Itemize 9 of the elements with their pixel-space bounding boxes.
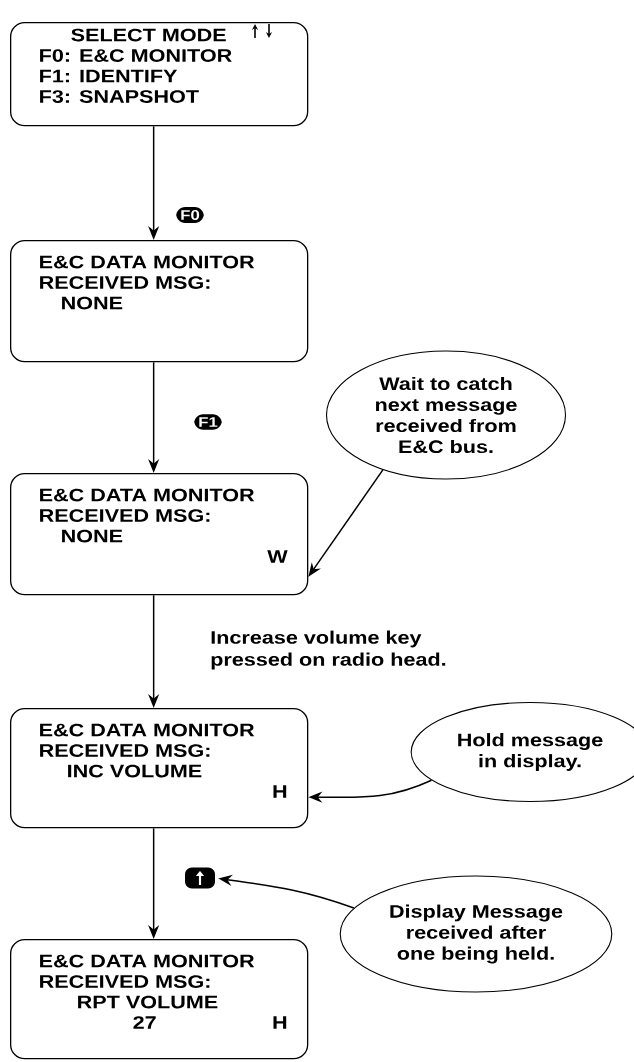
- key-label: F0: [176, 207, 204, 223]
- key-label: F1: [194, 414, 222, 430]
- screen-box: E&C DATA MONITOR RECEIVED MSG: RPT VOLUME 27 H: [10, 939, 309, 1060]
- screen-box: E&C DATA MONITOR RECEIVED MSG: NONE W: [10, 473, 309, 596]
- screen-box: SELECT MODE F0: E&C MONITOR F1: IDENTIFY F3: SNAPSHOT: [10, 22, 309, 127]
- screen-box: E&C DATA MONITOR RECEIVED MSG: NONE: [10, 240, 309, 363]
- up-key-icon: [185, 867, 215, 889]
- screen-box: E&C DATA MONITOR RECEIVED MSG: INC VOLUME H: [10, 708, 309, 829]
- edge-label: Increase volume key pressed on radio head.: [211, 630, 446, 670]
